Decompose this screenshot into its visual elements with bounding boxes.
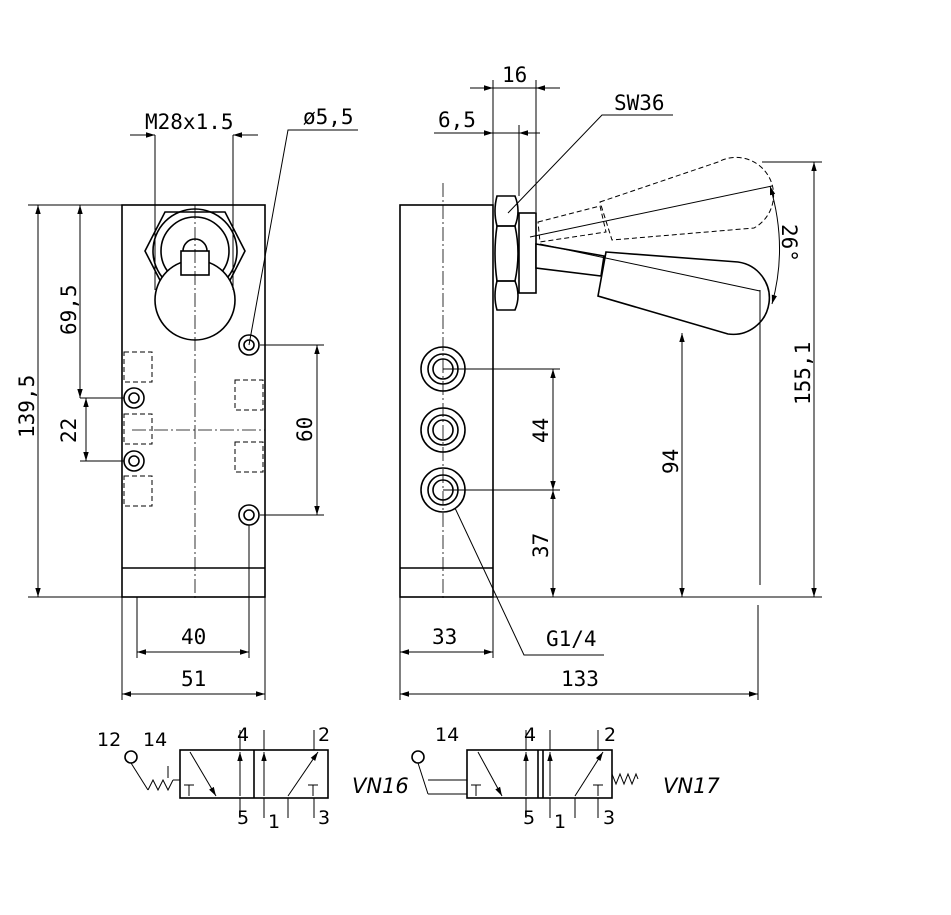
wrench-leader — [507, 114, 673, 214]
mounting-hole-bottom — [238, 504, 260, 526]
vn16-port-4: 4 — [237, 724, 249, 746]
wrench-label: SW36 — [614, 91, 665, 115]
dim-depth: 33 — [432, 625, 457, 649]
vn17-port-5: 5 — [523, 807, 535, 829]
port-2-bore — [432, 419, 454, 441]
vn17-actuator — [417, 762, 429, 795]
dim-port-pitch: 44 — [529, 418, 553, 443]
mounting-hole-top-inner — [243, 339, 255, 351]
port-label: G1/4 — [546, 627, 597, 651]
mounting-hole-bottom-inner — [243, 509, 255, 521]
vn17-arrow — [477, 751, 503, 797]
vn16-port-12: 12 — [97, 729, 121, 751]
dim-width: 51 — [181, 667, 206, 691]
dim-lever-axis: 94 — [659, 449, 683, 474]
bushing — [518, 212, 537, 294]
dim-nut-offset: 6,5 — [438, 108, 476, 132]
dim-total-height: 139,5 — [15, 375, 39, 438]
vn17-arrow — [574, 751, 604, 797]
port-2 — [420, 407, 466, 453]
vn17-port-2: 2 — [604, 724, 616, 746]
vn16-port-5: 5 — [237, 807, 249, 829]
vn16-detent — [147, 778, 174, 792]
vn17-box — [466, 749, 613, 799]
symbol-vn17: 14 4 2 5 1 3 VN17 — [411, 724, 720, 833]
dim-hole-spacing: 60 — [293, 417, 317, 442]
vn17-port-1: 1 — [554, 811, 566, 833]
side-view: 26° 16 6,5 SW36 155,1 94 44 3 — [399, 63, 822, 700]
side-port-bottom — [123, 450, 145, 472]
vn16-port-14: 14 — [143, 729, 167, 751]
nut-side-bottom — [494, 280, 519, 311]
vn16-arrow — [189, 751, 217, 797]
symbol-vn16: 12 14 4 2 5 1 3 VN16 — [97, 724, 409, 833]
valve-body-front — [121, 204, 266, 598]
vn16-actuator — [130, 762, 149, 791]
vn17-port-4: 4 — [524, 724, 536, 746]
dim-lever-height: 69,5 — [57, 284, 81, 335]
hidden-fitting-2 — [123, 413, 153, 445]
front-view: M28x1.5 ø5,5 139,5 69,5 22 60 40 51 — [15, 105, 358, 700]
hidden-fitting-4 — [234, 379, 264, 411]
port-leader — [454, 507, 604, 656]
dim-hole-pitch: 40 — [181, 625, 206, 649]
lever-axis-swung — [529, 185, 773, 238]
thread-label: M28x1.5 — [145, 110, 234, 134]
lever-shaft — [535, 243, 605, 277]
valve-body-side — [399, 204, 494, 598]
vn17-name: VN17 — [663, 774, 720, 798]
angle-arc — [769, 185, 780, 305]
side-port-top — [123, 387, 145, 409]
vn17-port-14: 14 — [435, 724, 459, 746]
hidden-fitting-5 — [234, 441, 264, 473]
lever-axis-line — [539, 243, 761, 292]
vn16-name: VN16 — [352, 774, 409, 798]
mounting-hole-top — [238, 334, 260, 356]
dim-angle: 26° — [777, 224, 801, 262]
vn16-port-1: 1 — [268, 811, 280, 833]
vn16-port-2: 2 — [318, 724, 330, 746]
dim-max-height: 155,1 — [791, 342, 815, 405]
hidden-fitting-1 — [123, 351, 153, 383]
hole-leader — [248, 129, 358, 346]
lever-shaft-swung — [537, 205, 607, 243]
hole-label: ø5,5 — [303, 105, 354, 129]
vn17-spring — [611, 772, 639, 786]
dim-nut-width: 16 — [502, 63, 527, 87]
vn16-arrow — [287, 751, 319, 797]
side-port-bottom-inner — [128, 455, 140, 467]
vn17-port-3: 3 — [603, 807, 615, 829]
nut-side-mid — [494, 225, 519, 282]
vn16-pilot-circle — [124, 750, 138, 764]
hidden-fitting-3 — [123, 475, 153, 507]
dim-port-base: 37 — [529, 533, 553, 558]
dim-overall-length: 133 — [561, 667, 599, 691]
lever-handle — [597, 251, 771, 336]
port-2-inner — [427, 414, 459, 446]
lever-handle-swung — [599, 156, 775, 241]
vn16-port-3: 3 — [318, 807, 330, 829]
dim-port-spacing: 22 — [57, 418, 81, 443]
nut-side-top — [494, 195, 519, 227]
side-port-top-inner — [128, 392, 140, 404]
vn17-pilot-circle — [411, 750, 425, 764]
